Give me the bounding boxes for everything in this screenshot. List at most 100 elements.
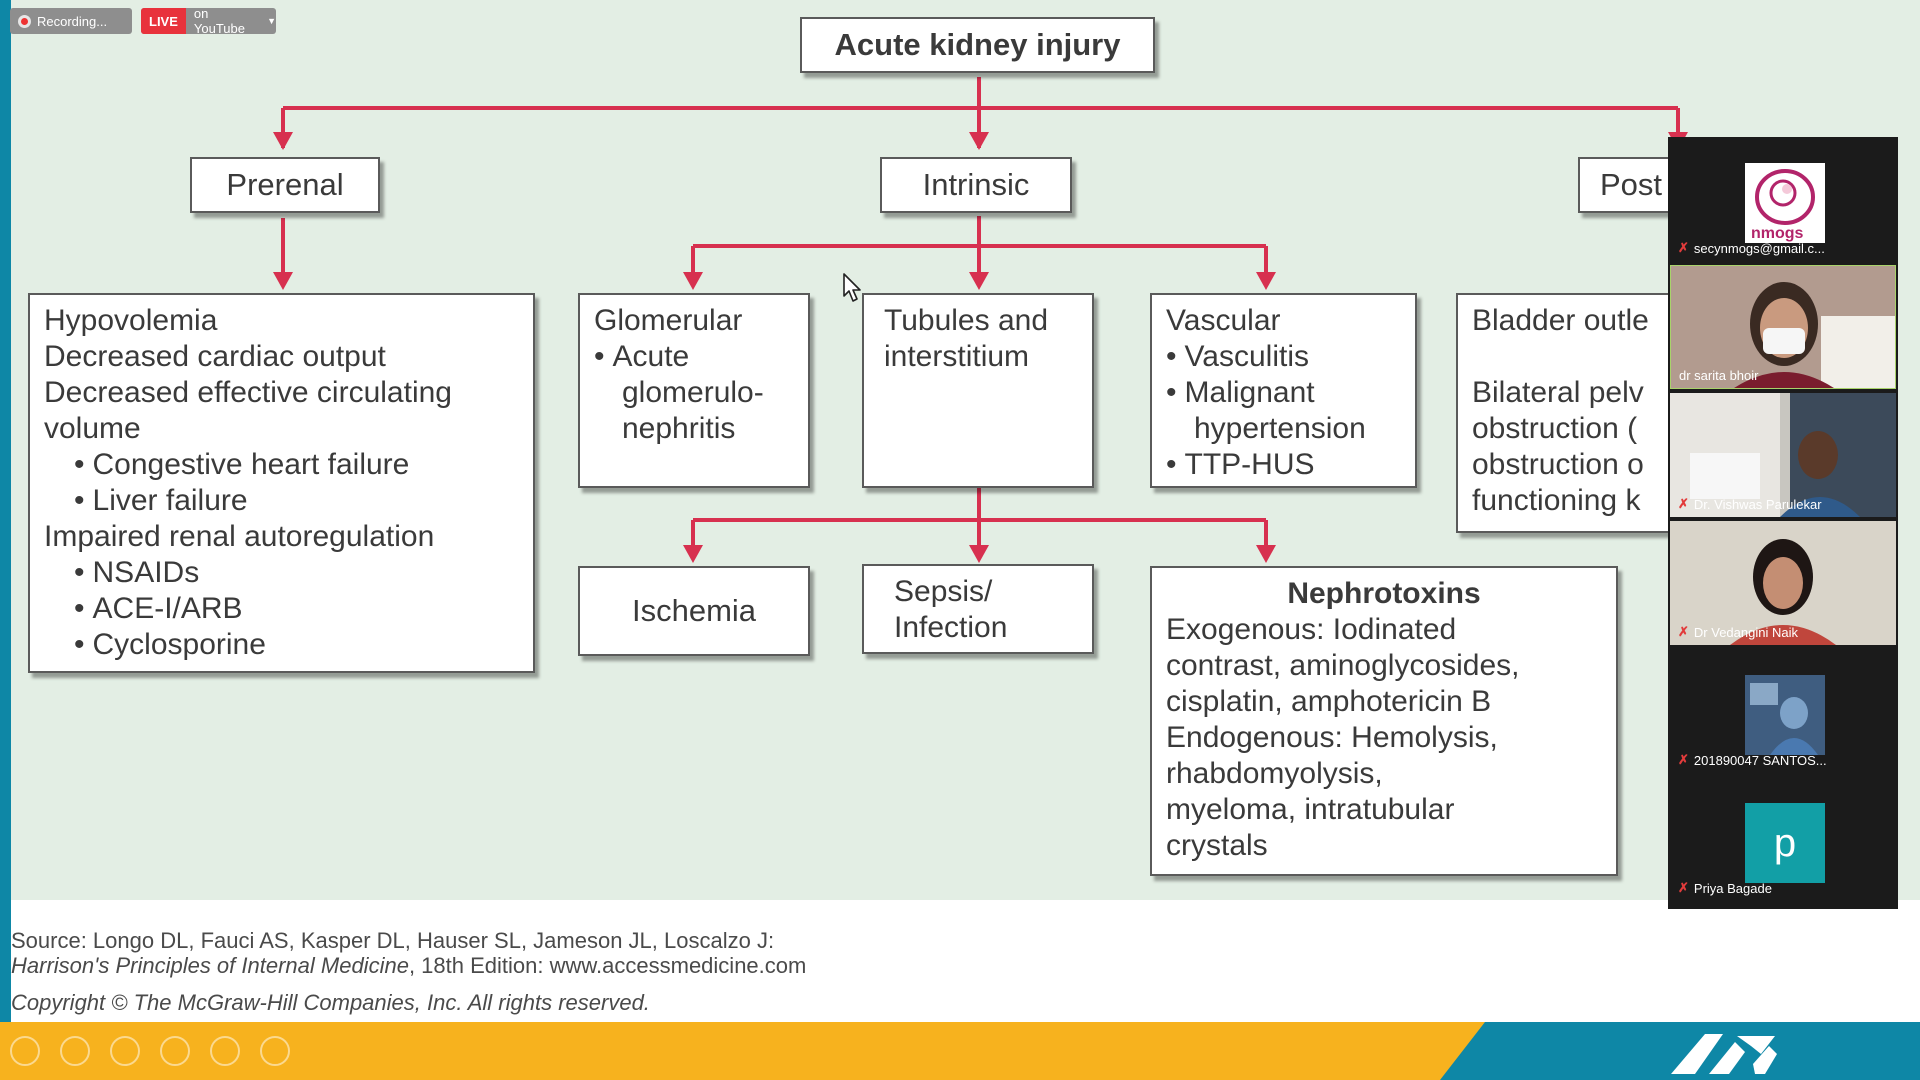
ischemia-box: Ischemia <box>578 566 810 656</box>
participant-tile[interactable]: ✗ Dr Vedangini Naik <box>1670 521 1896 645</box>
prerenal-cause-bullet: Cyclosporine <box>44 627 519 663</box>
mic-muted-icon: ✗ <box>1678 752 1689 767</box>
glomerular-item: glomerulo- <box>622 376 764 409</box>
participants-panel: nmogs ✗ secynmogs@gmail.c... dr sarita bh… <box>1668 137 1898 909</box>
zoom-tool-icon[interactable] <box>210 1036 240 1066</box>
nephrotoxins-box: Nephrotoxins Exogenous: Iodinated contra… <box>1150 566 1618 876</box>
prerenal-cause: Impaired renal autoregulation <box>44 520 435 553</box>
prerenal-cause-bullet: ACE-I/ARB <box>44 591 519 627</box>
prerenal-causes-box: Hypovolemia Decreased cardiac output Dec… <box>28 293 535 673</box>
source-citation: Source: Longo DL, Fauci AS, Kasper DL, H… <box>11 928 806 978</box>
arrowhead-ischemia <box>683 545 703 563</box>
live-badge: LIVE <box>141 8 186 34</box>
nephrotoxins-text: rhabdomyolysis, <box>1166 757 1383 790</box>
diagram-title: Acute kidney injury <box>800 17 1155 73</box>
sepsis-text: Infection <box>894 611 1008 644</box>
prerenal-box: Prerenal <box>190 157 380 213</box>
video-feed <box>1745 675 1825 755</box>
source-line: Source: Longo DL, Fauci AS, Kasper DL, H… <box>11 928 775 953</box>
participant-tile[interactable]: nmogs ✗ secynmogs@gmail.c... <box>1670 137 1896 261</box>
participant-name: 201890047 SANTOS... <box>1693 752 1827 768</box>
nephrotoxins-text: myeloma, intratubular <box>1166 793 1455 826</box>
pen-tool-icon[interactable] <box>110 1036 140 1066</box>
glomerular-box: Glomerular Acute glomerulo- nephritis <box>578 293 810 488</box>
ischemia-label: Ischemia <box>631 593 757 628</box>
postrenal-causes-box: Bladder outle Bilateral pelv obstruction… <box>1456 293 1706 533</box>
participant-name: dr sarita bhoir <box>1679 368 1759 383</box>
mic-muted-icon: ✗ <box>1678 240 1689 255</box>
source-book-title: Harrison's Principles of Internal Medici… <box>11 953 409 978</box>
chevron-down-icon[interactable]: ▼ <box>267 16 276 26</box>
postrenal-cause: Bladder outle <box>1472 304 1649 337</box>
record-icon <box>18 14 31 28</box>
mouse-cursor-icon <box>843 273 861 302</box>
tubules-box: Tubules and interstitium <box>862 293 1094 488</box>
presentation-toolbar <box>10 1036 290 1066</box>
vascular-item: Malignant <box>1166 375 1401 411</box>
sepsis-text: Sepsis/ <box>894 575 993 608</box>
nephrotoxins-text: contrast, aminoglycosides, <box>1166 649 1520 682</box>
participant-name: Dr Vedangini Naik <box>1693 624 1798 640</box>
participant-tile[interactable]: ✗Dr. Vishwas Parulekar <box>1670 393 1896 517</box>
prerenal-cause-bullet: Liver failure <box>44 483 519 519</box>
participant-tile-active-speaker[interactable]: dr sarita bhoir <box>1670 265 1896 389</box>
arrowhead-intrinsic <box>969 132 989 150</box>
sepsis-box: Sepsis/ Infection <box>862 564 1094 654</box>
prerenal-cause: Hypovolemia <box>44 304 218 337</box>
recording-indicator[interactable]: Recording... <box>10 8 132 34</box>
video-feed <box>1671 266 1895 388</box>
prerenal-cause: Decreased cardiac output <box>44 340 386 373</box>
participant-name: Priya Bagade <box>1693 880 1772 896</box>
arrowhead-prerenal <box>273 132 293 150</box>
more-tool-icon[interactable] <box>260 1036 290 1066</box>
arrowhead-nephrotoxins <box>1256 545 1276 563</box>
video-feed <box>1670 393 1896 517</box>
vascular-item: Vasculitis <box>1166 339 1401 375</box>
arrowhead-glomerular <box>683 272 703 290</box>
prerenal-cause: volume <box>44 412 141 445</box>
avatar: p <box>1745 803 1825 883</box>
glomerular-item: Acute <box>594 339 794 375</box>
vascular-title: Vascular <box>1166 304 1281 337</box>
prerenal-cause-bullet: Congestive heart failure <box>44 447 519 483</box>
nephrotoxins-text: Endogenous: Hemolysis, <box>1166 721 1498 754</box>
nephrotoxins-text: crystals <box>1166 829 1268 862</box>
diagram-title-text: Acute kidney injury <box>834 27 1121 62</box>
postrenal-cause: functioning k <box>1472 484 1641 517</box>
left-edge-bar <box>0 0 11 1080</box>
prerenal-cause: Decreased effective circulating <box>44 376 452 409</box>
arrowhead-prerenal-causes <box>273 272 293 290</box>
arrowhead-sepsis <box>969 545 989 563</box>
glomerular-title: Glomerular <box>594 304 743 337</box>
grid-tool-icon[interactable] <box>160 1036 190 1066</box>
intrinsic-label: Intrinsic <box>922 167 1030 202</box>
postrenal-cause: obstruction o <box>1472 448 1644 481</box>
tubules-text: interstitium <box>884 340 1030 373</box>
org-logo-icon: nmogs <box>1745 163 1825 243</box>
vascular-box: Vascular Vasculitis Malignant hypertensi… <box>1150 293 1417 488</box>
avatar-letter: p <box>1773 820 1797 865</box>
postrenal-label: Post <box>1600 167 1663 202</box>
prerenal-cause-bullet: NSAIDs <box>44 555 519 591</box>
vascular-item: hypertension <box>1194 412 1366 445</box>
participant-tile[interactable]: p ✗ Priya Bagade <box>1670 777 1896 901</box>
nephrotoxins-title: Nephrotoxins <box>1287 577 1481 610</box>
source-edition: , 18th Edition: www.accessmedicine.com <box>408 953 807 978</box>
arrowhead-vascular <box>1256 272 1276 290</box>
bottom-orange-band <box>0 1022 1485 1080</box>
pointer-tool-icon[interactable] <box>10 1036 40 1066</box>
arrowhead-tubules <box>969 272 989 290</box>
prerenal-label: Prerenal <box>226 167 344 202</box>
mic-muted-icon: ✗ <box>1678 496 1689 511</box>
postrenal-cause: Bilateral pelv <box>1472 376 1644 409</box>
nephrotoxins-text: cisplatin, amphotericin B <box>1166 685 1492 718</box>
copyright-text: Copyright © The McGraw-Hill Companies, I… <box>11 990 650 1015</box>
participant-name: secynmogs@gmail.c... <box>1693 240 1825 256</box>
live-stream-button[interactable]: LIVE on YouTube ▼ <box>141 8 276 34</box>
mic-muted-icon: ✗ <box>1678 880 1689 895</box>
participant-tile[interactable]: ✗ 201890047 SANTOS... <box>1670 649 1896 773</box>
tubules-text: Tubules and <box>884 304 1049 337</box>
play-tool-icon[interactable] <box>60 1036 90 1066</box>
recording-label: Recording... <box>37 13 108 29</box>
mic-muted-icon: ✗ <box>1678 624 1689 639</box>
